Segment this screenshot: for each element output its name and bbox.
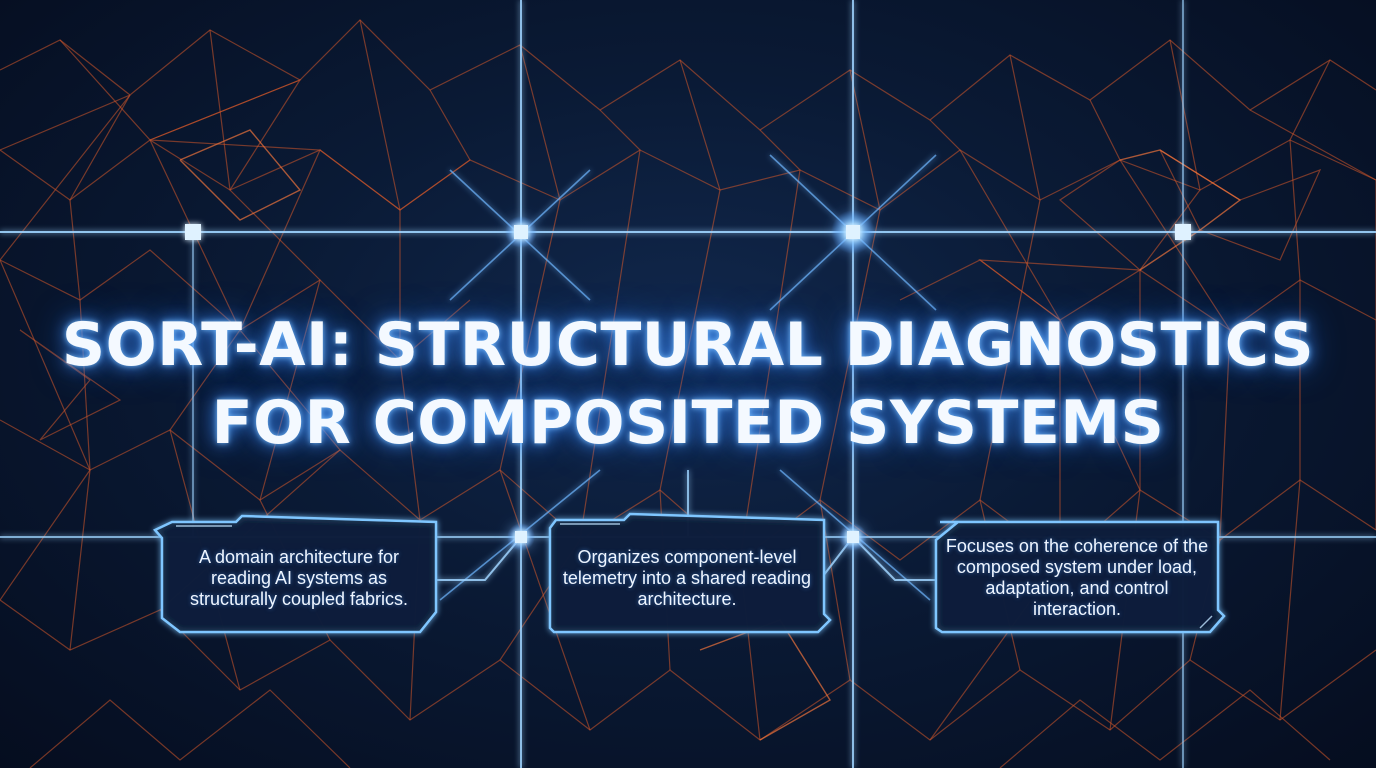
- card-frames: [152, 512, 1226, 634]
- card-system-coherence: Focuses on the coherence of the composed…: [945, 536, 1209, 619]
- orange-network-web: [0, 19, 1376, 768]
- title-line-1: SORT-AI: STRUCTURAL DIAGNOSTICS: [61, 310, 1315, 380]
- card-component-telemetry: Organizes component-level telemetry into…: [562, 546, 812, 609]
- card-domain-architecture: A domain architecture for reading AI sys…: [189, 546, 409, 609]
- title-line-2: FOR COMPOSITED SYSTEMS: [211, 388, 1165, 458]
- page-title: SORT-AI: STRUCTURAL DIAGNOSTICS FOR COMP…: [0, 306, 1376, 462]
